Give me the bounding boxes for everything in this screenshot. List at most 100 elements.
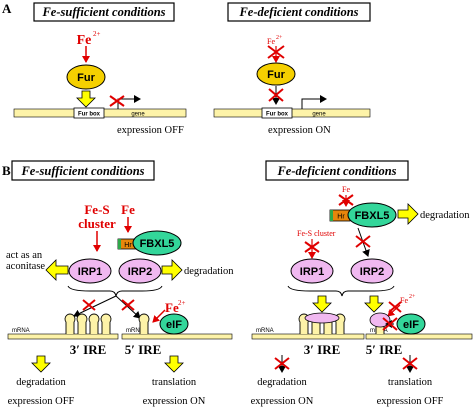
fur-label: Fur [267, 69, 285, 81]
fes-cross [304, 241, 320, 253]
ire3-label: 3′ IRE [70, 342, 107, 357]
iron2-label: Fe [165, 300, 179, 315]
gene-label: gene [131, 112, 145, 118]
bind-arrow-3ire [312, 295, 332, 313]
fur-box-label: Fur box [266, 112, 289, 118]
panel-a-left: Fe-sufficient conditions Fe 2+ Fur Fur b… [13, 2, 187, 136]
outcome-cross-1 [274, 357, 290, 370]
title-box [11, 160, 155, 181]
irp-brace [287, 285, 395, 297]
mrna-label-2: mRNA [126, 328, 144, 334]
fes-label-2: cluster [78, 216, 116, 231]
aconitase-arrow [45, 259, 69, 281]
arrow-to-3ire [73, 295, 117, 318]
ire5-label: 5′ IRE [366, 342, 403, 357]
iron2-arrow [152, 309, 166, 323]
fes-label: Fe-S cluster [297, 229, 336, 238]
eif-label: eIF [403, 319, 419, 331]
result: expression OFF [117, 125, 184, 136]
title: Fe-deficient conditions [276, 164, 396, 178]
result-2: expression OFF [377, 396, 444, 407]
eif-label: eIF [166, 319, 182, 331]
degradation-arrow [161, 259, 183, 281]
iron2-charge: 2+ [178, 299, 186, 307]
panel-b-label: B [2, 163, 11, 178]
eif-cross [382, 317, 398, 331]
mrna-strand-1 [251, 333, 365, 340]
fbxl5-cross [355, 235, 371, 248]
result-1: expression OFF [8, 396, 75, 407]
degradation-label: degradation [420, 210, 470, 221]
iron2-label: Fe [400, 296, 408, 305]
fbxl5-protein [347, 202, 397, 228]
ire3-label: 3′ IRE [304, 342, 341, 357]
title-box [33, 2, 175, 22]
mrna-strand-2 [121, 333, 233, 340]
irp1-label: IRP1 [78, 266, 102, 278]
iron2-arrow [387, 304, 401, 317]
ire-hairpins-3 [64, 313, 112, 334]
fbxl5-label: FBXL5 [355, 210, 390, 222]
ire5-label: 5′ IRE [125, 342, 162, 357]
irp1-label: IRP1 [300, 266, 324, 278]
mrna-label-1: mRNA [12, 328, 30, 334]
panel-b-right: Fe-deficient conditions Fe Hr FBXL5 degr… [251, 160, 473, 407]
hr-stripe [330, 210, 333, 221]
hr-stripe [118, 239, 121, 249]
panel-a-label: A [2, 1, 12, 16]
fur-protein [66, 64, 106, 90]
aconitase-label-2: aconitase [6, 261, 45, 272]
outcome-1: degradation [16, 377, 66, 388]
title: Fe-sufficient conditions [41, 5, 165, 19]
hr-label: Hr [337, 214, 345, 221]
bind-arrow-5ire [364, 295, 384, 313]
result-2: expression ON [143, 396, 206, 407]
panel-b-left: Fe-sufficient conditions Fe-S cluster Fe… [6, 160, 234, 407]
arrow-to-5ire [115, 295, 141, 319]
irp-brace [67, 285, 163, 297]
iron-label: Fe [267, 37, 275, 46]
irp2-label: IRP2 [360, 266, 384, 278]
fur-box-label: Fur box [78, 112, 101, 118]
outcome-1: degradation [257, 377, 307, 388]
mrna-strand-1 [7, 333, 119, 340]
cross-3ire [82, 299, 96, 311]
title: Fe-deficient conditions [238, 5, 358, 19]
bind-cross [268, 88, 284, 102]
outcome-2: translation [388, 377, 433, 388]
fur-protein [256, 62, 296, 86]
iron-label: Fe [77, 33, 92, 48]
fur-label: Fur [77, 72, 95, 84]
promoter-arrow [117, 95, 141, 109]
title-box [227, 2, 371, 22]
result-1: expression ON [251, 396, 314, 407]
iron2-charge: 2+ [409, 294, 416, 300]
outcome-arrow-2 [164, 355, 184, 373]
eif-protein [396, 313, 426, 335]
block-cross [267, 45, 285, 59]
eif-protein [159, 313, 189, 335]
fur-box [73, 107, 105, 119]
outcome-arrow-1 [31, 355, 51, 373]
fes-label-1: Fe-S [84, 202, 109, 217]
promoter-arrow [301, 95, 327, 109]
irp2-protein [350, 258, 394, 284]
irp-bound-3ire [304, 312, 340, 324]
mrna-label-1: mRNA [256, 328, 274, 334]
irp2-label: IRP2 [128, 266, 152, 278]
hr-label: Hr [124, 242, 132, 249]
bind-arrow [76, 90, 96, 108]
cross-5ire [121, 299, 135, 311]
fur-box [261, 107, 293, 119]
irp1-protein [68, 258, 112, 284]
aconitase-label-1: act as an [6, 250, 43, 261]
iron-label: Fe [121, 202, 135, 217]
iron-charge: 2+ [93, 30, 101, 38]
iron-charge: 2+ [276, 35, 283, 41]
degradation-label: degradation [184, 266, 234, 277]
iron-cross [338, 194, 354, 206]
block-cross [109, 95, 125, 107]
outcome-cross-2 [402, 357, 418, 370]
degradation-arrow [397, 203, 419, 225]
irp2-protein [118, 258, 162, 284]
